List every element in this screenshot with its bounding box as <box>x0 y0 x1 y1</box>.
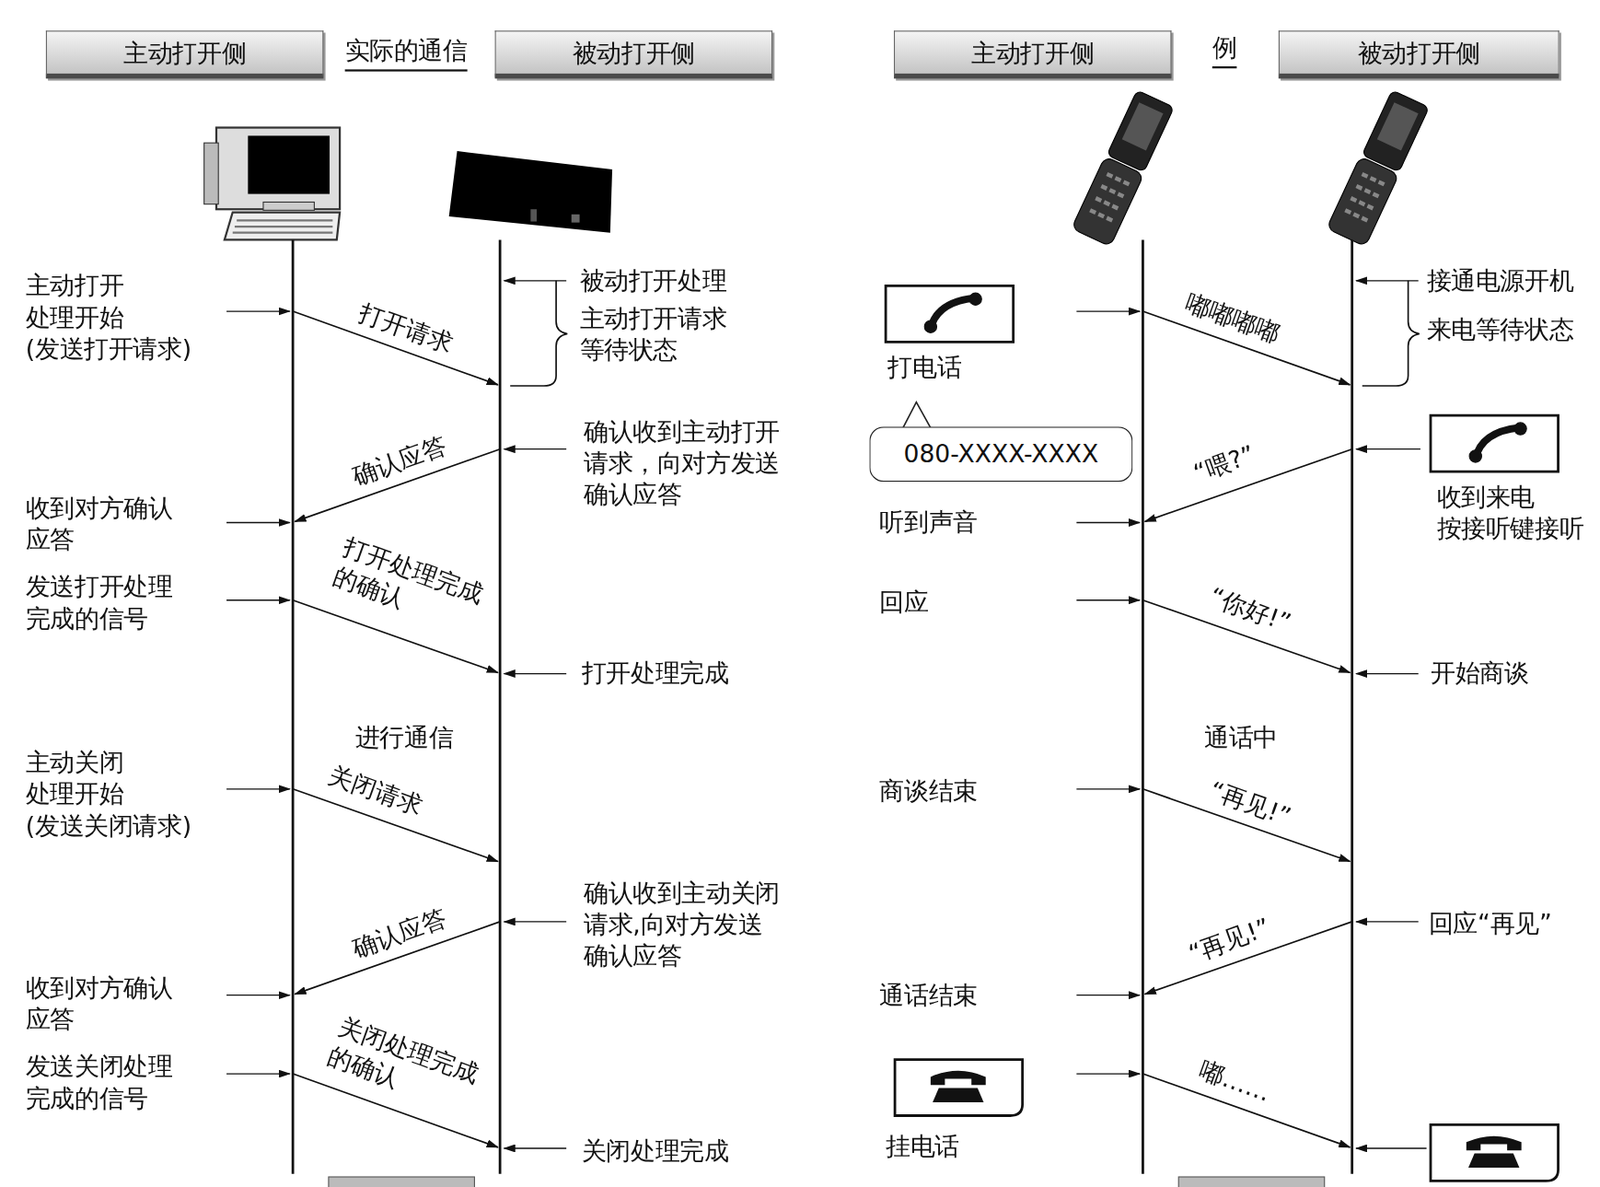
note-label: 发送打开处理 完成的信号 <box>25 571 185 636</box>
note-label: 通话结束 <box>879 979 977 1012</box>
message-label: 嘟…… <box>1194 1054 1276 1110</box>
header-bar: 被动打开侧 <box>1278 30 1560 79</box>
note-label: 实际的通信 <box>345 35 468 72</box>
mobile-phone-icon <box>1326 89 1430 246</box>
note-label: 开始商谈 <box>1430 658 1529 691</box>
note-label: 例 <box>1212 32 1238 69</box>
message-label: 打开处理完成 的确认 <box>327 531 499 645</box>
bubble-tail <box>902 402 932 430</box>
message-label: 确认应答 <box>348 902 453 966</box>
message-label: “再见!” <box>1184 911 1276 971</box>
brace <box>510 280 1420 386</box>
note-label: 收到来电 按接听键接听 <box>1437 481 1596 545</box>
computer-icon <box>204 127 340 241</box>
node-text: 080-XXXX-XXXX <box>903 440 1099 469</box>
node-text: 主动打开侧 <box>971 35 1094 69</box>
note-label: 来电等待状态 <box>1426 313 1575 347</box>
server-icon <box>449 150 613 233</box>
note-label: 打电话 <box>887 351 962 384</box>
note-label: 确认收到主动关闭 请求,向对方发送 确认应答 <box>583 877 793 974</box>
note-label: 打开处理完成 <box>581 658 730 691</box>
message-label: “再见!” <box>1205 775 1296 835</box>
note-label: 商谈结束 <box>879 775 977 808</box>
note-label: 通话中 <box>1204 722 1278 755</box>
note-label: 接通电源开机 <box>1426 265 1575 298</box>
speech-bubble: 080-XXXX-XXXX <box>869 426 1133 482</box>
header-bar: 主动打开侧 <box>46 30 324 79</box>
note-label: 主动关闭 处理开始 (发送关闭请求) <box>25 746 221 843</box>
phone-button-box <box>885 285 1558 1181</box>
node-text: 被动打开侧 <box>572 35 696 69</box>
message-label: 确认应答 <box>348 429 453 494</box>
message-label: 嘟嘟嘟嘟 <box>1181 287 1285 351</box>
lifeline <box>292 239 1353 1173</box>
leader-arrow <box>226 280 1427 1148</box>
note-label: 听到声音 <box>879 507 977 540</box>
note-label: 关闭处理完成 <box>581 1136 730 1169</box>
node-text: 主动打开侧 <box>123 35 246 69</box>
note-label: 发送关闭处理 完成的信号 <box>25 1051 185 1115</box>
message-label: “你好!” <box>1205 580 1296 640</box>
header-bar: 主动打开侧 <box>893 30 1172 79</box>
note-label: 回应 <box>879 586 928 619</box>
message-label: “喂?” <box>1189 439 1260 491</box>
mobile-phone-icon <box>1071 89 1175 246</box>
message-label: 关闭请求 <box>324 759 428 824</box>
note-label: 收到对方确认 应答 <box>25 972 185 1036</box>
note-label: 回应“再见” <box>1428 907 1553 940</box>
note-label: 主动打开请求 等待状态 <box>579 302 743 367</box>
message-arrow <box>292 311 1353 1148</box>
cut-bar <box>328 1176 1325 1187</box>
note-label: 主动打开 处理开始 (发送打开请求) <box>25 270 221 367</box>
message-label: 关闭处理完成 的确认 <box>323 1010 494 1125</box>
note-label: 进行通信 <box>355 722 453 755</box>
header-bar: 被动打开侧 <box>495 30 773 79</box>
note-label: 确认收到主动打开 请求，向对方发送 确认应答 <box>583 416 793 512</box>
note-label: 被动打开处理 <box>579 265 728 298</box>
note-label: 收到对方确认 应答 <box>25 492 185 557</box>
message-label: 打开请求 <box>354 297 458 361</box>
note-label: 挂电话 <box>885 1130 960 1163</box>
node-text: 被动打开侧 <box>1357 35 1481 69</box>
